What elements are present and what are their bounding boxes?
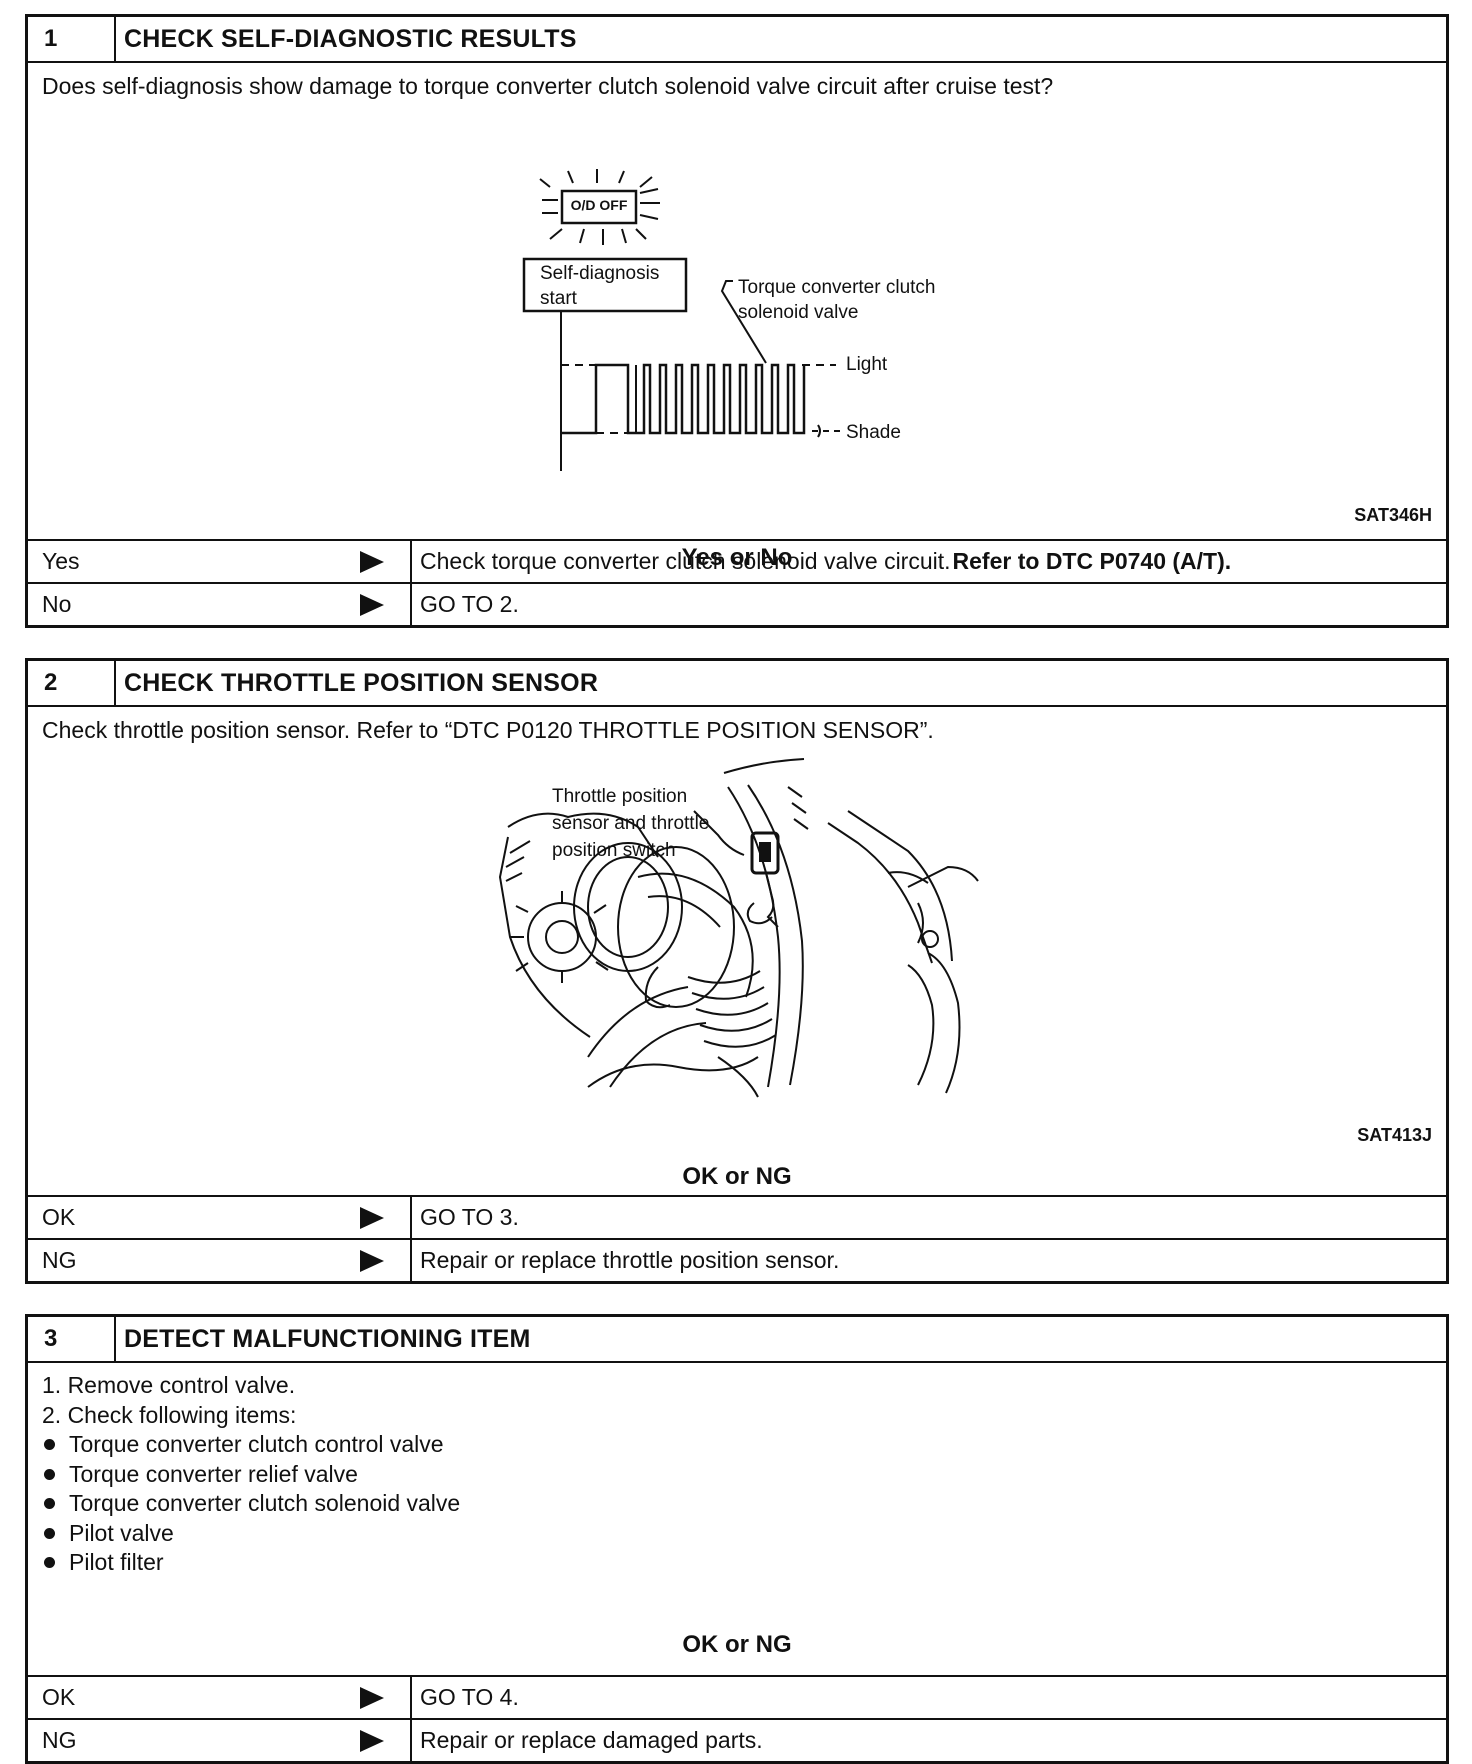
decision-label: NG (42, 1727, 77, 1753)
step-2-header: 2 CHECK THROTTLE POSITION SENSOR (28, 661, 1446, 707)
sensor-label: Throttle position sensor and throttle po… (552, 783, 709, 864)
step-1-block: 1 CHECK SELF-DIAGNOSTIC RESULTS Does sel… (25, 14, 1449, 628)
check-item: Pilot filter (42, 1548, 460, 1578)
bullet-icon (44, 1439, 55, 1451)
decision-action: Check torque converter clutch solenoid v… (412, 541, 1446, 582)
step-question: Does self-diagnosis show damage to torqu… (42, 73, 1054, 99)
step-1-header: 1 CHECK SELF-DIAGNOSTIC RESULTS (28, 17, 1446, 63)
decision-label: OK (42, 1204, 76, 1230)
action-text: Repair or replace damaged parts. (420, 1727, 763, 1753)
decision-action: GO TO 2. (412, 584, 1446, 625)
bullet-icon (44, 1498, 55, 1510)
arrow-right-icon (360, 1686, 384, 1709)
action-text: GO TO 4. (420, 1684, 519, 1710)
valve-label-line-1: Torque converter clutch (738, 277, 936, 298)
check-item-text: Torque converter clutch control valve (69, 1431, 444, 1457)
valve-label-line-2: solenoid valve (738, 302, 859, 323)
decision-action: GO TO 3. (412, 1197, 1446, 1238)
check-item: Torque converter clutch solenoid valve (42, 1489, 460, 1519)
action-text: Repair or replace throttle position sens… (420, 1247, 840, 1273)
arrow-right-icon (360, 593, 384, 616)
action-text: Check torque converter clutch solenoid v… (420, 548, 951, 574)
action-reference: Refer to DTC P0740 (A/T). (952, 548, 1232, 574)
self-diagnosis-diagram (522, 169, 840, 471)
decision-rows: OK GO TO 3. NG Repair or replace throttl… (28, 1197, 1446, 1281)
sensor-label-line-2: sensor and throttle (552, 813, 710, 834)
indicator-label: O/D OFF (570, 197, 628, 213)
procedure-list: 1. Remove control valve. 2. Check follow… (42, 1371, 460, 1578)
step-2-block: 2 CHECK THROTTLE POSITION SENSOR Check t… (25, 658, 1449, 1284)
start-label: Self-diagnosis start (540, 261, 659, 311)
action-text: GO TO 2. (420, 591, 519, 617)
decision-row-ng: NG Repair or replace throttle position s… (28, 1238, 1446, 1281)
bullet-icon (44, 1557, 55, 1569)
decision-row-ng: NG Repair or replace damaged parts. (28, 1718, 1446, 1761)
start-label-line-2: start (540, 288, 577, 309)
check-item: Torque converter relief valve (42, 1460, 460, 1490)
bullet-icon (44, 1468, 55, 1480)
decision-label: No (42, 591, 72, 617)
decision-action: Repair or replace damaged parts. (412, 1720, 1446, 1761)
decision-label: Yes (42, 548, 80, 574)
arrow-right-icon (360, 1249, 384, 1272)
arrow-right-icon (360, 550, 384, 573)
procedure-step: 2. Check following items: (42, 1401, 297, 1428)
check-item-text: Pilot filter (69, 1549, 164, 1575)
bullet-icon (44, 1527, 55, 1539)
decision-label: OK (42, 1684, 76, 1710)
step-question: Check throttle position sensor. Refer to… (42, 717, 934, 743)
decision-prompt: OK or NG (682, 1163, 792, 1190)
action-text: GO TO 3. (420, 1204, 519, 1230)
decision-action: GO TO 4. (412, 1677, 1446, 1718)
decision-prompt: Yes or No (681, 544, 793, 571)
light-label: Light (846, 354, 888, 375)
check-item-text: Torque converter relief valve (69, 1460, 358, 1487)
arrow-right-icon (360, 1729, 384, 1752)
arrow-right-icon (360, 1206, 384, 1229)
sensor-label-line-1: Throttle position (552, 786, 688, 807)
step-title: DETECT MALFUNCTIONING ITEM (124, 1324, 531, 1353)
valve-label: Torque converter clutch solenoid valve (738, 275, 936, 325)
step-3-body: 1. Remove control valve. 2. Check follow… (28, 1363, 1446, 1677)
shade-label: Shade (846, 422, 901, 443)
check-item: Pilot valve (42, 1519, 460, 1549)
check-item-text: Torque converter clutch solenoid valve (69, 1490, 461, 1516)
decision-rows: OK GO TO 4. NG Repair or replace damaged… (28, 1677, 1446, 1761)
decision-rows: Yes Check torque converter clutch soleno… (28, 541, 1446, 625)
step-3-block: 3 DETECT MALFUNCTIONING ITEM 1. Remove c… (25, 1314, 1449, 1764)
decision-label: NG (42, 1247, 77, 1273)
decision-row-ok: OK GO TO 4. (28, 1677, 1446, 1718)
decision-row-yes: Yes Check torque converter clutch soleno… (28, 541, 1446, 582)
decision-action: Repair or replace throttle position sens… (412, 1240, 1446, 1281)
step-3-header: 3 DETECT MALFUNCTIONING ITEM (28, 1317, 1446, 1363)
step-number: 2 (28, 661, 116, 705)
decision-row-ok: OK GO TO 3. (28, 1197, 1446, 1238)
throttle-sensor-illustration (498, 758, 979, 1098)
step-1-body: Does self-diagnosis show damage to torqu… (28, 63, 1446, 571)
step-number: 1 (28, 17, 116, 61)
figure-code: SAT413J (1357, 1125, 1432, 1145)
step-title: CHECK THROTTLE POSITION SENSOR (124, 668, 599, 697)
step-number: 3 (28, 1317, 116, 1361)
decision-row-no: No GO TO 2. (28, 582, 1446, 625)
check-item-text: Pilot valve (69, 1519, 174, 1546)
decision-prompt: OK or NG (682, 1631, 792, 1658)
sensor-label-line-3: position switch (552, 840, 676, 861)
check-item: Torque converter clutch control valve (42, 1430, 460, 1460)
figure-code: SAT346H (1354, 505, 1432, 525)
procedure-step: 1. Remove control valve. (42, 1372, 296, 1398)
step-2-body: Check throttle position sensor. Refer to… (28, 707, 1446, 1197)
step-title: CHECK SELF-DIAGNOSTIC RESULTS (124, 24, 577, 53)
start-label-line-1: Self-diagnosis (540, 263, 660, 284)
